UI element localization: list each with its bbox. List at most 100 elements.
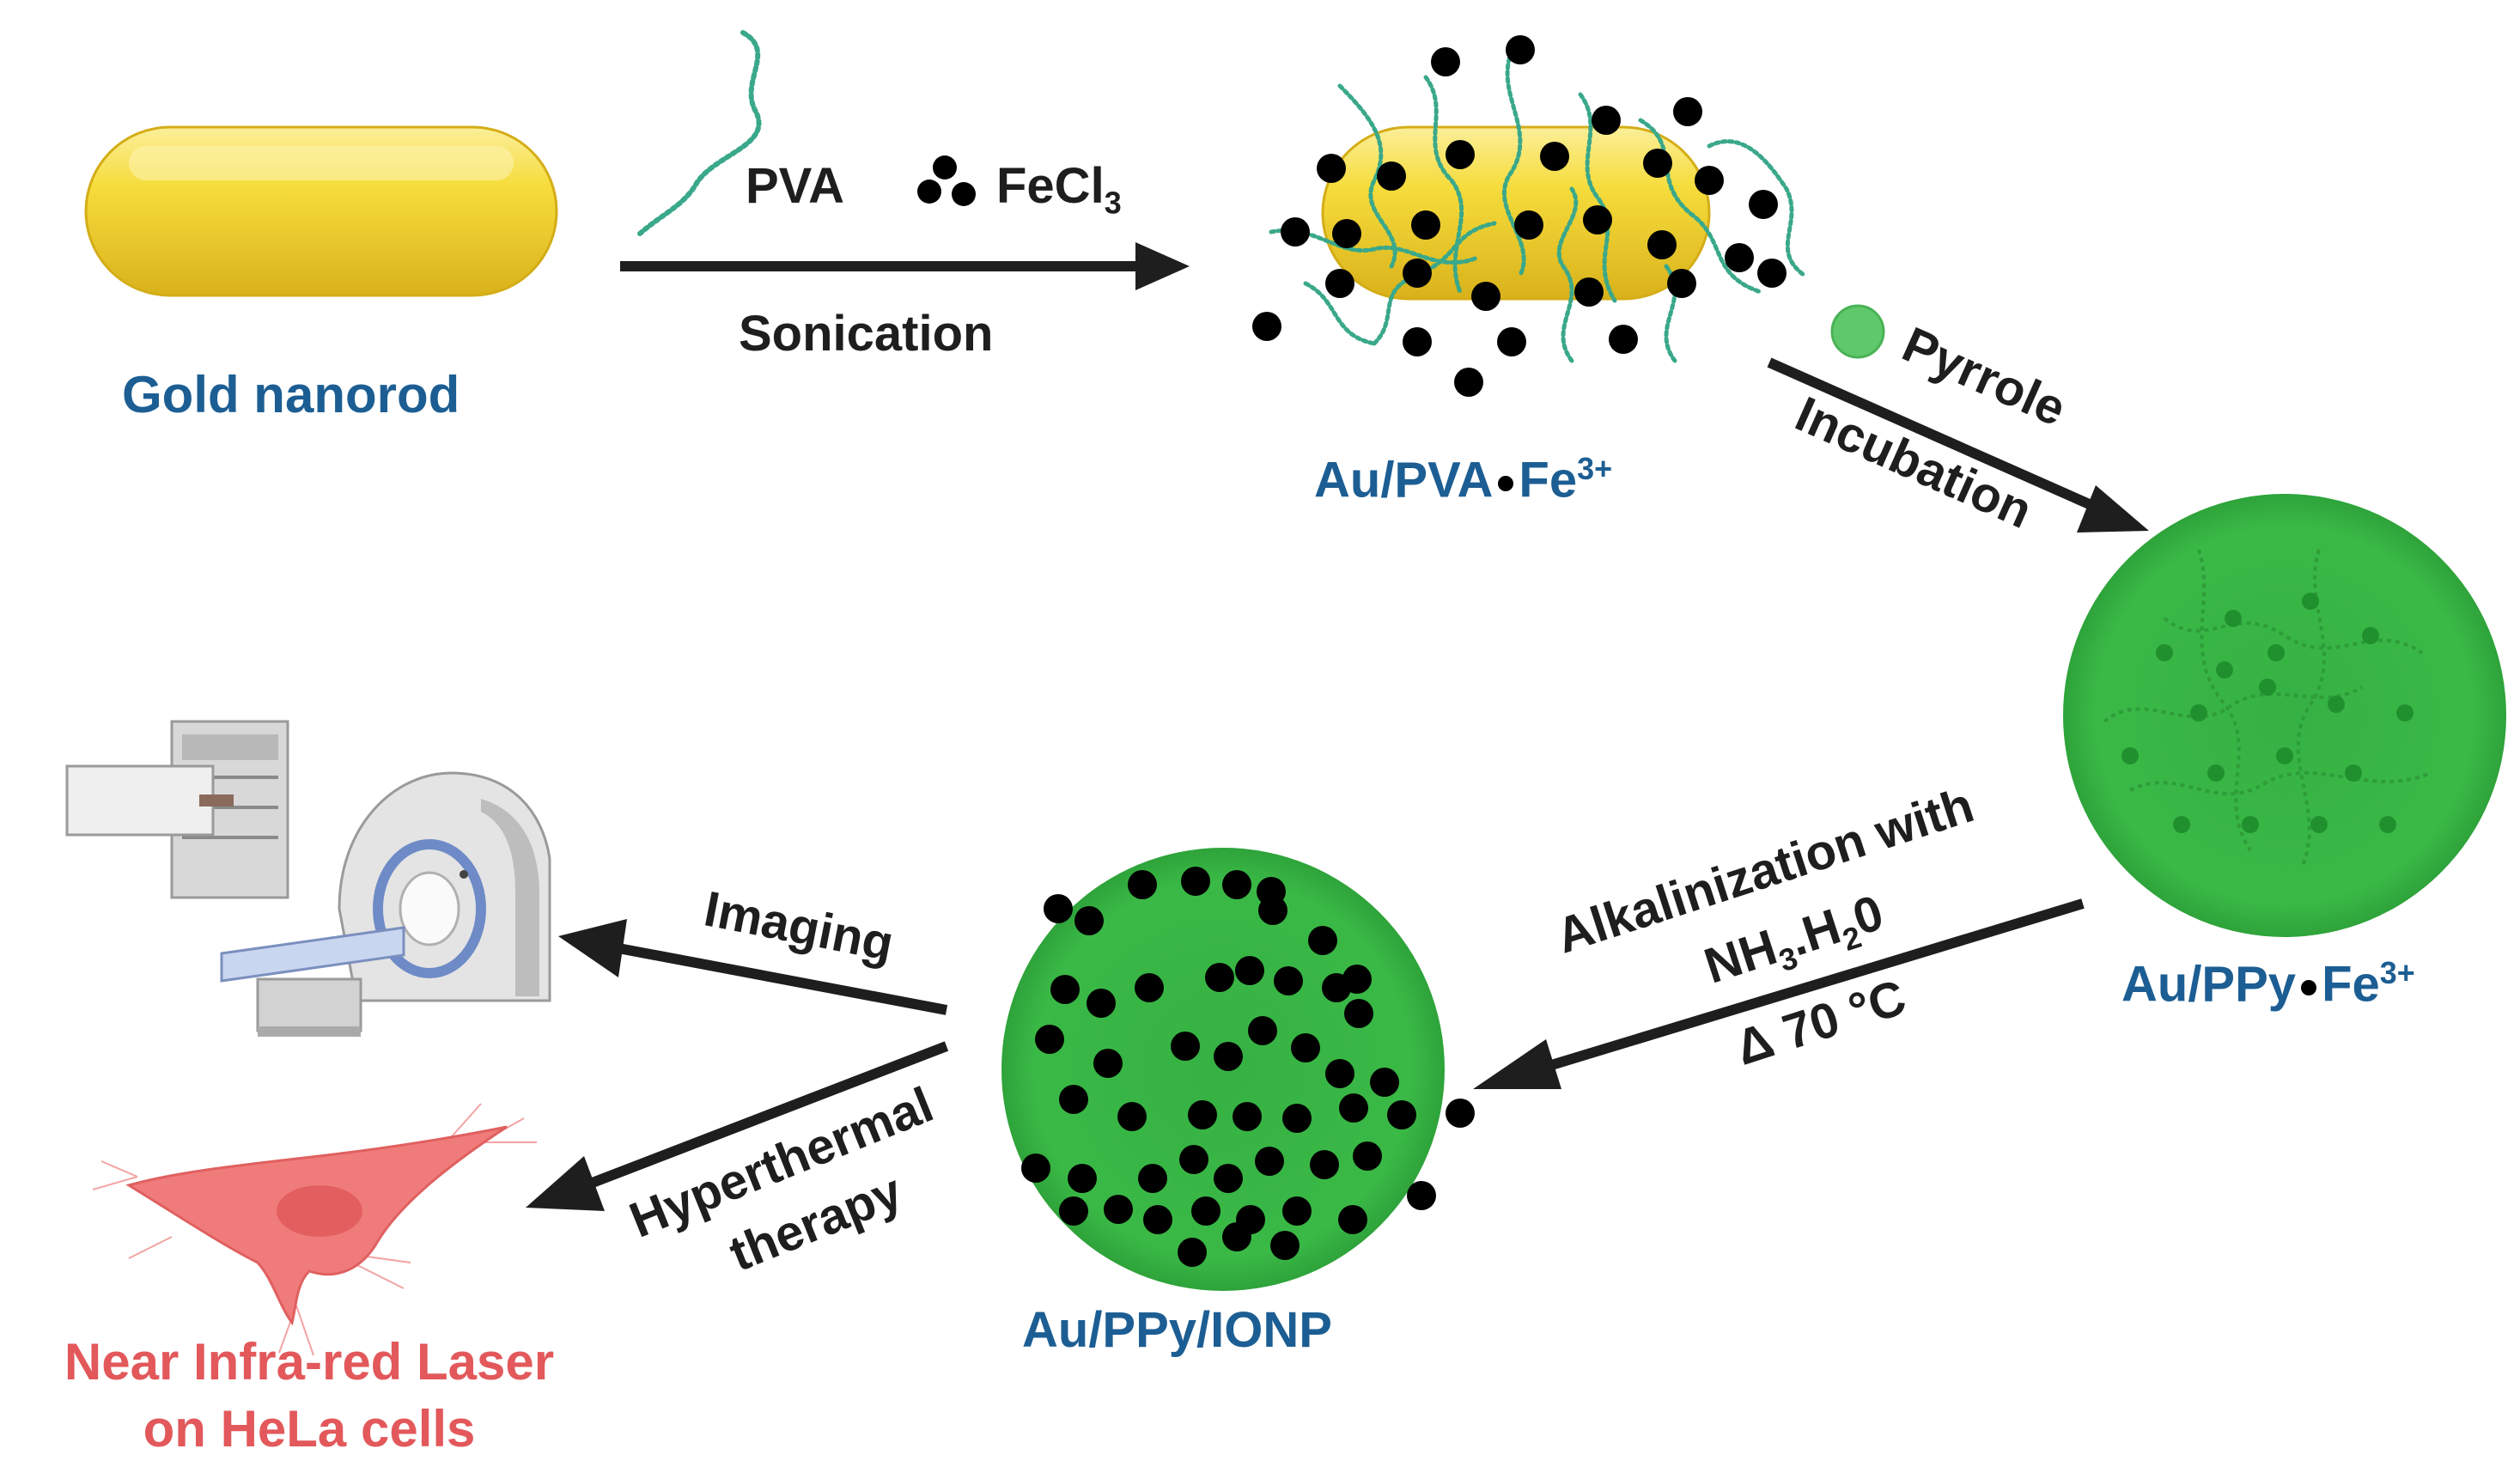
iron-oxide-nanoparticle (1021, 1154, 1050, 1183)
iron-oxide-nanoparticle (1044, 894, 1073, 923)
iron-oxide-nanoparticle (1179, 1145, 1208, 1174)
iron-oxide-nanoparticle (1191, 1196, 1220, 1226)
arrow-imaging (558, 919, 948, 1015)
iron-oxide-nanoparticle (1310, 1150, 1339, 1179)
bullet-dot (1498, 476, 1514, 491)
iron-ion-particle (1583, 205, 1612, 234)
embedded-iron-particle (2310, 816, 2328, 833)
ppy-fiber (2103, 685, 2364, 723)
pva-fiber (1502, 49, 1526, 277)
iron-oxide-nanoparticle (1370, 1068, 1399, 1097)
iron-oxide-nanoparticle (1387, 1100, 1416, 1129)
iron-oxide-nanoparticle (1255, 1147, 1284, 1176)
iron-ion-particle (1749, 190, 1778, 219)
iron-oxide-nanoparticle (1282, 1104, 1312, 1133)
embedded-iron-particle (2190, 704, 2207, 721)
iron-ion-particle (1431, 47, 1460, 76)
arrow-alkalinization (1473, 898, 2085, 1089)
embedded-iron-particle (2302, 593, 2319, 610)
iron-oxide-nanoparticle (1235, 956, 1264, 985)
iron-oxide-nanoparticle (1353, 1141, 1382, 1171)
iron-oxide-nanoparticle (1188, 1100, 1217, 1129)
fe-text: Fe (1519, 452, 1578, 508)
sonication-label: Sonication (739, 306, 994, 362)
iron-oxide-nanoparticle (1059, 1196, 1088, 1226)
iron-oxide-nanoparticle (1205, 963, 1234, 992)
iron-oxide-nanoparticle (1143, 1205, 1172, 1234)
nir-laser-label: Near Infra-red Laser on HeLa cells (9, 1329, 610, 1463)
pva-fiber (1423, 75, 1464, 295)
iron-oxide-nanoparticle (1181, 867, 1210, 896)
au-ppy-ionp-sphere-icon (1001, 848, 1475, 1291)
iron-oxide-nanoparticle (1117, 1102, 1147, 1131)
iron-oxide-nanoparticle (1087, 989, 1116, 1018)
embedded-iron-particle (2259, 679, 2276, 696)
gold-nanorod-label: Gold nanorod (122, 366, 460, 423)
fecl3-subscript: 3 (1104, 185, 1122, 221)
iron-ion-particle (1667, 269, 1696, 298)
iron-oxide-nanoparticle (1339, 1093, 1368, 1123)
iron-ion-particle (1332, 219, 1361, 248)
pva-fiber-icon (637, 30, 762, 236)
nir-laser-line1: Near Infra-red Laser (64, 1333, 555, 1391)
gold-nanorod-icon (84, 125, 558, 297)
pva-fiber (1303, 281, 1377, 346)
au-pva-text: Au/PVA (1314, 452, 1494, 508)
iron-ion-particle (1643, 149, 1672, 178)
fe-text: Fe (2322, 956, 2380, 1013)
iron-oxide-nanoparticle (1325, 1059, 1354, 1088)
iron-ion-particle (1377, 161, 1406, 191)
fecl3-text: FeCl (996, 158, 1105, 214)
au-ppy-text: Au/PPy (2121, 956, 2297, 1013)
iron-oxide-nanoparticle (1214, 1164, 1243, 1193)
au-ppy-fe-sphere-icon (2063, 494, 2506, 937)
iron-ion-particle (1695, 166, 1724, 195)
iron-oxide-nanoparticle (1104, 1195, 1133, 1224)
iron-ion-particle (1540, 142, 1569, 171)
iron-ion-particle (1673, 97, 1702, 126)
embedded-iron-particle (2328, 696, 2345, 713)
iron-oxide-nanoparticle (1068, 1164, 1097, 1193)
embedded-iron-particle (2276, 747, 2293, 764)
iron-ion-particle (1325, 269, 1354, 298)
iron-oxide-nanoparticle (1274, 966, 1303, 995)
iron-oxide-nanoparticle (1308, 926, 1337, 955)
bullet-dot (2301, 980, 2317, 995)
iron-oxide-nanoparticle (1258, 896, 1287, 925)
iron-oxide-nanoparticle (1171, 1032, 1200, 1061)
pva-fiber (1556, 186, 1579, 363)
iron-oxide-nanoparticle (1233, 1102, 1262, 1131)
arrow-hyperthermal (526, 1041, 949, 1211)
iron-ion-particle (1317, 154, 1346, 183)
iron-oxide-nanoparticle (1138, 1164, 1167, 1193)
iron-oxide-nanoparticle (1178, 1238, 1207, 1267)
iron-oxide-nanoparticle (1093, 1049, 1123, 1078)
embedded-iron-particle (2216, 661, 2233, 679)
fecl3-particles-icon (917, 155, 976, 206)
iron-oxide-nanoparticle (1128, 870, 1157, 899)
embedded-iron-particle (2396, 704, 2413, 721)
iron-oxide-nanoparticle (1248, 1016, 1277, 1045)
hela-cell-icon (92, 1103, 537, 1356)
iron-ion-particle (1403, 327, 1432, 356)
iron-oxide-nanoparticle (1270, 1231, 1300, 1260)
fe-superscript: 3+ (2379, 955, 2415, 990)
embedded-iron-particle (2225, 610, 2242, 627)
iron-ion-particle (1757, 259, 1787, 288)
iron-ion-particle (1403, 259, 1432, 288)
iron-oxide-nanoparticle (1059, 1085, 1088, 1114)
au-pva-fe-label: Au/PVA Fe3+ (1314, 453, 1612, 505)
iron-ion-particle (1647, 230, 1677, 259)
iron-ion-particle (1592, 106, 1621, 135)
pva-fiber (1578, 92, 1617, 303)
fecl3-label: FeCl3 (996, 161, 1122, 219)
fe-superscript: 3+ (1577, 451, 1613, 486)
iron-ion-particle (1471, 282, 1500, 311)
iron-oxide-nanoparticle (1407, 1181, 1436, 1210)
iron-ion-particle (1725, 243, 1754, 272)
embedded-iron-particle (2362, 627, 2379, 644)
iron-oxide-nanoparticle (1222, 870, 1251, 899)
au-pva-fe-nanorod-icon (1252, 35, 1806, 397)
